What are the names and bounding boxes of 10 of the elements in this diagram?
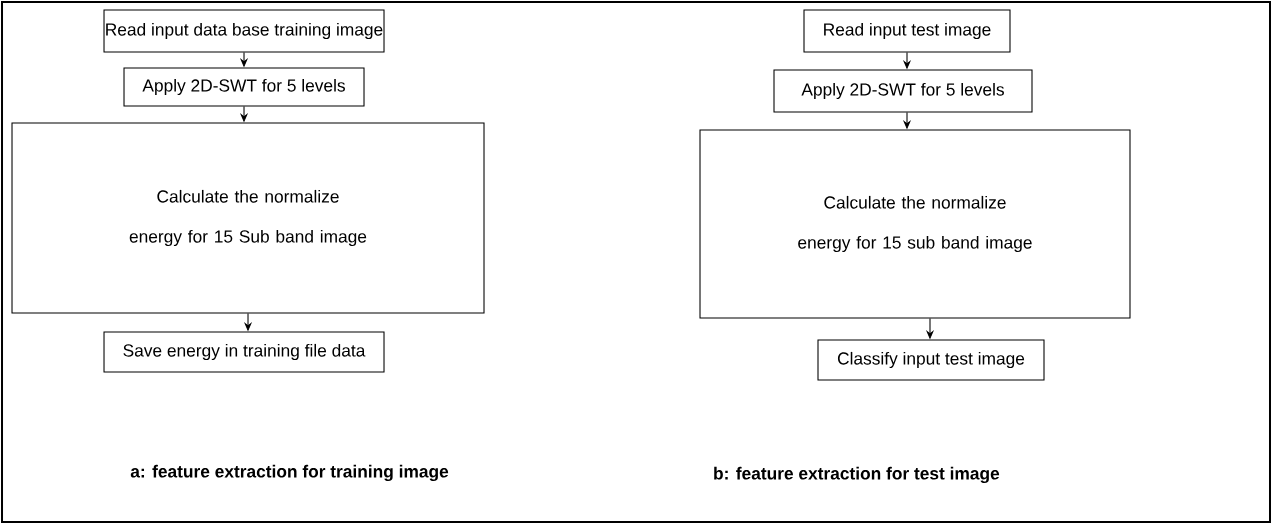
caption: b: feature extraction for test image xyxy=(714,466,1000,484)
process-box: Read input data base training image xyxy=(103,9,385,53)
process-box: Classify input test image xyxy=(817,339,1045,381)
process-box: Apply 2D-SWT for 5 levels xyxy=(123,67,365,107)
process-box: Calculate the normalize energy for 15 Sub band image xyxy=(11,122,485,314)
process-box: Apply 2D-SWT for 5 levels xyxy=(773,69,1033,113)
process-box: Calculate the normalize energy for 15 sub band image xyxy=(699,129,1131,319)
caption: a: feature extraction for training image xyxy=(130,464,449,482)
process-box: Read input test image xyxy=(803,9,1011,53)
process-box: Save energy in training file data xyxy=(103,331,385,373)
